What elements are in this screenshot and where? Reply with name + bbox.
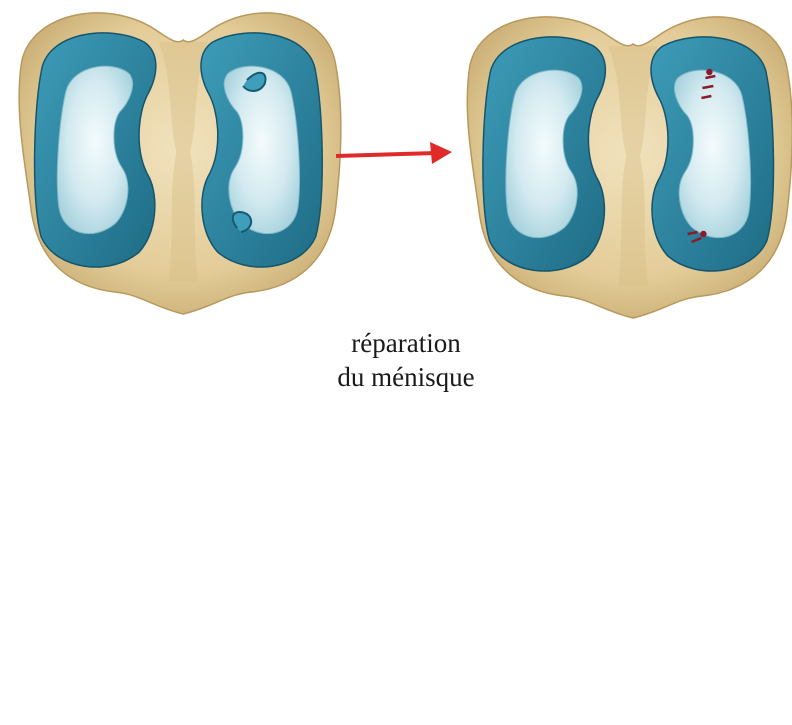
caption-line-1: réparation — [296, 326, 516, 360]
panel-top-left — [19, 13, 341, 314]
caption-line-2: du ménisque — [296, 360, 516, 394]
arrow-top — [336, 142, 452, 164]
panel-top-right — [467, 17, 792, 318]
caption-meniscus-repair: réparation du ménisque — [296, 326, 516, 394]
